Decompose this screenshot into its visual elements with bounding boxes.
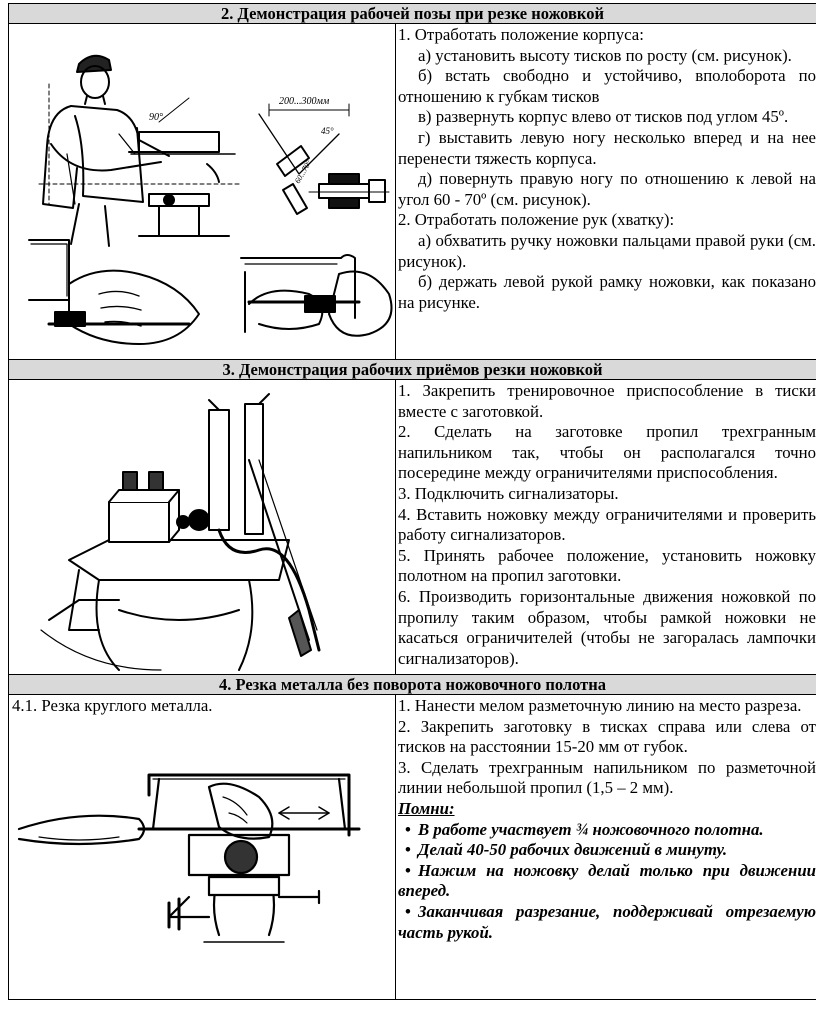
bullet-text: В работе участвует ¾ ножовочного полотна… bbox=[418, 819, 764, 839]
section2-item: а) установить высоту тисков по росту (см… bbox=[418, 45, 792, 65]
section2-item: д) повернуть правую ногу по отношению к … bbox=[398, 169, 816, 209]
section2-text: 1. Отработать положение корпуса: а) уста… bbox=[395, 23, 816, 360]
worker-figure bbox=[42, 54, 170, 247]
angle-45-label: 45° bbox=[321, 126, 334, 136]
instruction-sheet: 2. Демонстрация рабочей позы при резке н… bbox=[8, 3, 816, 1000]
angle-6070-label: 60...70° bbox=[293, 158, 314, 185]
section3-item: 3. Подключить сигнализаторы. bbox=[398, 483, 619, 503]
section3-item: 1. Закрепить тренировочное приспособлени… bbox=[398, 381, 816, 421]
section2-item: б) встать свободно и устойчиво, вполобор… bbox=[398, 66, 816, 106]
instruction-table: 2. Демонстрация рабочей позы при резке н… bbox=[8, 3, 816, 1000]
section2-item: б) держать левой рукой рамку ножовки, ка… bbox=[398, 272, 816, 312]
round-metal-cutting-illustration bbox=[17, 773, 361, 943]
section3-figure bbox=[8, 379, 396, 675]
section3-item: 4. Вставить ножовку между ограничителями… bbox=[398, 504, 816, 545]
section3-item: 2. Сделать на заготовке пропил трехгранн… bbox=[398, 422, 816, 483]
section4-text: 1. Нанести мелом разметочную линию на ме… bbox=[395, 694, 816, 1000]
training-device-illustration bbox=[40, 393, 321, 671]
section4-item: 1. Нанести мелом разметочную линию на ме… bbox=[398, 696, 802, 715]
section2-title: 2. Демонстрация рабочей позы при резке н… bbox=[8, 3, 816, 24]
bullet-dot-icon: • bbox=[405, 819, 411, 839]
section3-text: 1. Закрепить тренировочное приспособлени… bbox=[395, 379, 816, 675]
bullet-dot-icon: • bbox=[405, 901, 411, 921]
section2-figures: 90° 200...300мм 45° bbox=[8, 23, 396, 360]
section2-item: 1. Отработать положение корпуса: bbox=[398, 25, 644, 44]
section4-item: 3. Сделать трехгранным напильником по ра… bbox=[398, 757, 816, 798]
bullet-dot-icon: • bbox=[405, 840, 411, 860]
section3-item: 6. Производить горизонтальные движения н… bbox=[398, 586, 816, 668]
bullet-dot-icon: • bbox=[405, 860, 411, 880]
section2-item: в) развернуть корпус влево от тисков под… bbox=[418, 107, 789, 127]
foot-position-diagram: 200...300мм 45° 60...70° bbox=[258, 96, 390, 215]
remember-bullet: •Заканчивая разрезание, поддерживай отре… bbox=[398, 902, 816, 943]
grip-illustration-right bbox=[240, 254, 393, 337]
section4-item: 2. Закрепить заготовку в тисках справа и… bbox=[398, 716, 816, 757]
section2-item: г) выставить левую ногу несколько вперед… bbox=[398, 127, 816, 168]
section3-title: 3. Демонстрация рабочих приёмов резки но… bbox=[8, 359, 816, 380]
distance-label: 200...300мм bbox=[279, 96, 330, 107]
angle-90-label: 90° bbox=[149, 112, 163, 123]
section4-left: 4.1. Резка круглого металла. bbox=[8, 694, 396, 1000]
work-posture-illustration: 90° 200...300мм 45° bbox=[28, 54, 393, 345]
grip-illustration-left bbox=[28, 239, 200, 345]
remember-label: Помни: bbox=[398, 798, 455, 818]
section3-item: 5. Принять рабочее положение, установить… bbox=[398, 545, 816, 586]
bullet-text: Делай 40-50 рабочих движений в минуту. bbox=[418, 840, 728, 860]
section4-title: 4. Резка металла без поворота ножовочног… bbox=[8, 674, 816, 695]
remember-bullet: •Нажим на ножовку делай только при движе… bbox=[398, 861, 816, 902]
section4-caption: 4.1. Резка круглого металла. bbox=[12, 696, 213, 715]
section2-item: а) обхватить ручку ножовки пальцами прав… bbox=[398, 230, 816, 271]
section2-item: 2. Отработать положение рук (хватку): bbox=[398, 210, 675, 230]
bullet-text: Заканчивая разрезание, поддерживай отрез… bbox=[398, 901, 816, 942]
remember-bullet: • В работе участвует ¾ ножовочного полотн… bbox=[398, 820, 816, 841]
bullet-text: Нажим на ножовку делай только при движен… bbox=[398, 860, 816, 901]
remember-bullet: • Делай 40-50 рабочих движений в минуту. bbox=[398, 840, 816, 861]
